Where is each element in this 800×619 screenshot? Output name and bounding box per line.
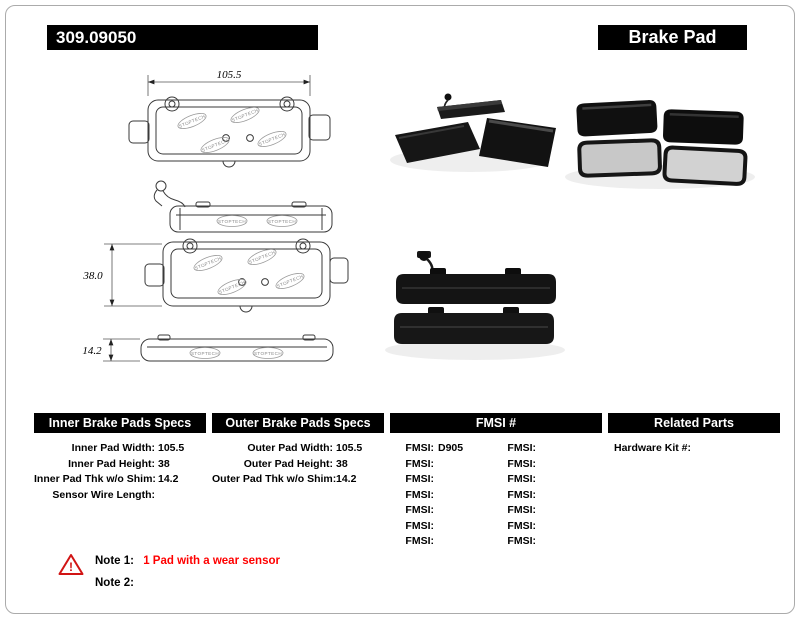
spec-row: Outer Pad Thk w/o Shim: 14.2 <box>212 473 357 485</box>
pad-front-view-inner-drawing <box>144 238 349 313</box>
fmsi-row: FMSI: FMSI: <box>405 488 536 501</box>
fmsi-table: FMSI # FMSI: D905 FMSI: FMSI: FMSI: FMSI… <box>390 413 602 550</box>
outer-specs-header: Outer Brake Pads Specs <box>212 413 384 433</box>
part-number-banner: 309.09050 <box>47 25 318 50</box>
part-number: 309.09050 <box>56 28 137 47</box>
fmsi-row: FMSI: FMSI: <box>405 473 536 485</box>
spec-row: Outer Pad Height: 38 <box>243 457 348 470</box>
technical-drawing-group: 105.5 <box>82 69 349 362</box>
related-parts-header: Related Parts <box>608 413 780 433</box>
dimension-width-label: 105.5 <box>217 69 242 81</box>
photo-pad-set <box>565 99 755 189</box>
fmsi-row: FMSI: FMSI: <box>405 504 536 516</box>
inner-specs-header: Inner Brake Pads Specs <box>34 413 206 433</box>
spec-row: Outer Pad Width: 105.5 <box>247 442 363 454</box>
note-2-line: Note 2: <box>95 572 280 594</box>
outer-specs-table: Outer Brake Pads Specs Outer Pad Width: … <box>212 413 384 550</box>
spec-row: Sensor Wire Length: <box>52 488 155 501</box>
spec-row: Inner Pad Thk w/o Shim: 14.2 <box>34 473 179 485</box>
thickness-dimension-lines <box>103 338 140 362</box>
related-parts-table: Related Parts Hardware Kit #: <box>608 413 780 550</box>
fmsi-header: FMSI # <box>390 413 602 433</box>
height-dimension-lines <box>104 243 162 307</box>
fmsi-row: FMSI: FMSI: <box>405 457 536 470</box>
svg-text:!: ! <box>69 560 73 574</box>
photo-pads-angled <box>390 93 556 172</box>
fmsi-row: FMSI: FMSI: <box>405 519 536 532</box>
product-photo-group <box>385 93 755 360</box>
note-1-line: Note 1: 1 Pad with a wear sensor <box>95 550 280 572</box>
photo-pads-edge-with-sensor <box>385 251 565 360</box>
dimension-height-label: 38.0 <box>82 270 103 282</box>
notes-section: ! Note 1: 1 Pad with a wear sensor Note … <box>58 550 280 594</box>
pad-front-view-drawing <box>128 96 331 168</box>
pad-bottom-view-drawing <box>140 334 334 362</box>
dimension-thickness-label: 14.2 <box>82 345 102 357</box>
fmsi-row: FMSI: D905 FMSI: <box>405 442 536 454</box>
inner-specs-table: Inner Brake Pads Specs Inner Pad Width: … <box>34 413 206 550</box>
fmsi-row: FMSI: FMSI: <box>405 535 536 547</box>
note-1-text: 1 Pad with a wear sensor <box>143 555 280 567</box>
wear-sensor-drawing <box>153 180 186 208</box>
spec-row: Inner Pad Height: 38 <box>68 457 170 470</box>
related-parts-row: Hardware Kit #: <box>614 442 692 454</box>
spec-tables: Inner Brake Pads Specs Inner Pad Width: … <box>34 413 780 550</box>
note-2-label: Note 2: <box>95 577 134 589</box>
width-dimension-lines <box>147 75 311 96</box>
spec-row: Inner Pad Width: 105.5 <box>71 442 185 454</box>
pad-top-view-drawing <box>169 201 333 233</box>
artwork-canvas: STOPTECH 105.5 <box>82 69 755 362</box>
note-1-label: Note 1: <box>95 555 134 567</box>
product-type-banner: Brake Pad <box>598 25 747 50</box>
warning-triangle-icon: ! <box>58 554 84 575</box>
product-type: Brake Pad <box>628 27 717 47</box>
